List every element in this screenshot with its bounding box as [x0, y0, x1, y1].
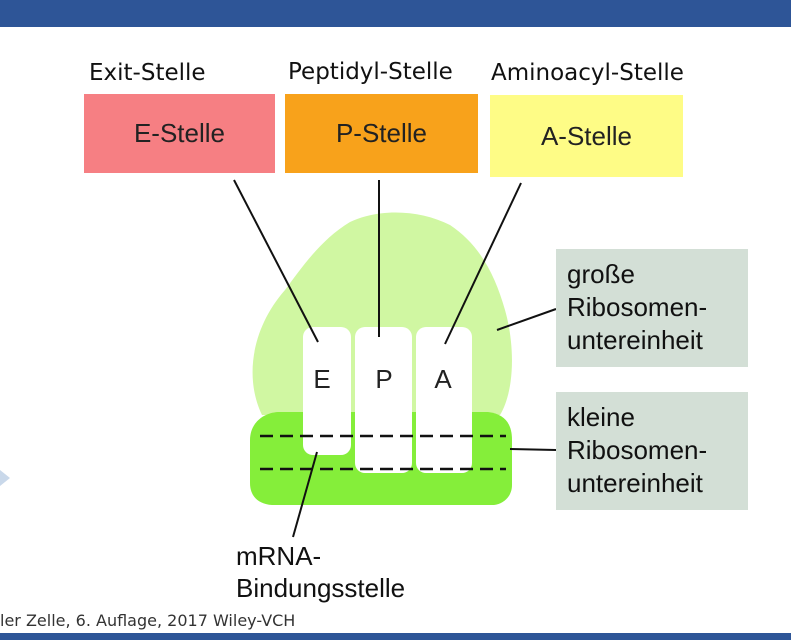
a-site-box-label: A-Stelle: [540, 120, 633, 151]
small-subunit-line-2: Ribosomen-: [567, 435, 708, 465]
a-slot-letter: A: [434, 364, 452, 394]
e-site-box: E-Stelle: [84, 94, 275, 173]
exit-site-label: Exit-Stelle: [89, 60, 206, 86]
mrna-binding-site-label: mRNA- Bindungsstelle: [236, 540, 405, 604]
edge-arrow-fragment: [0, 470, 10, 486]
footer-bar: [0, 633, 791, 640]
mrna-label-line-2: Bindungsstelle: [236, 573, 406, 603]
peptidyl-site-label: Peptidyl-Stelle: [288, 59, 453, 85]
mrna-pointer: [292, 451, 318, 538]
p-site-box-label: P-Stelle: [335, 118, 428, 148]
large-subunit-line-1: große: [567, 259, 635, 289]
p-site-box: P-Stelle: [285, 94, 478, 173]
mrna-label-line-1: mRNA-: [236, 541, 322, 571]
a-slot: [416, 327, 472, 473]
large-subunit-label-box: große Ribosomen- untereinheit: [556, 249, 748, 367]
large-subunit-pointer: [496, 308, 557, 331]
large-subunit-line-3: untereinheit: [567, 325, 703, 355]
aminoacyl-site-label: Aminoacyl-Stelle: [491, 60, 684, 86]
small-subunit-label-box: kleine Ribosomen- untereinheit: [556, 392, 748, 510]
a-site-box: A-Stelle: [490, 95, 683, 177]
small-subunit-line-1: kleine: [567, 402, 635, 432]
p-slot: [355, 327, 412, 473]
source-caption: ler Zelle, 6. Auflage, 2017 Wiley-VCH: [0, 611, 296, 630]
large-subunit-line-2: Ribosomen-: [567, 292, 708, 322]
small-subunit-line-3: untereinheit: [567, 468, 703, 498]
e-site-box-label: E-Stelle: [133, 118, 226, 148]
small-subunit-pointer: [509, 448, 557, 451]
header-bar: [0, 0, 791, 27]
a-site-pointer: [444, 182, 522, 345]
e-slot: [303, 327, 351, 455]
e-slot-letter: E: [313, 364, 331, 394]
p-slot-letter: P: [375, 364, 393, 394]
e-site-pointer: [233, 179, 319, 343]
